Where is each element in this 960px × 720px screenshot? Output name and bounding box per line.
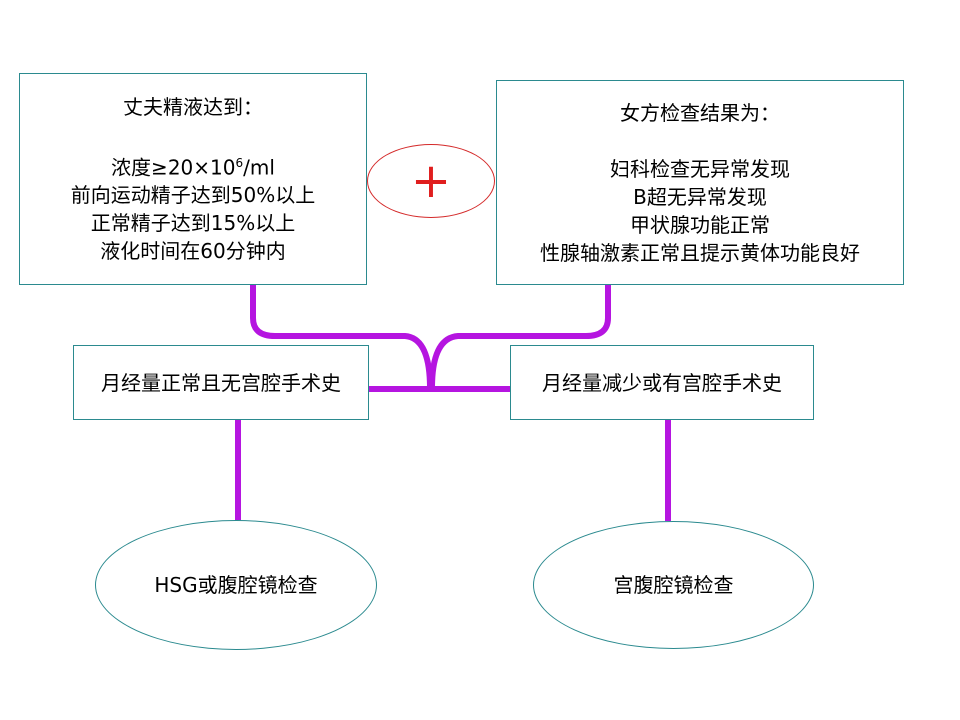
outcome-hysterolaparoscopy-ellipse: 宫腹腔镜检查	[533, 521, 814, 649]
outcome-hsg-laparoscopy-ellipse: HSG或腹腔镜检查	[95, 520, 377, 650]
male-title: 丈夫精液达到：	[122, 94, 263, 119]
branch-reduced-label: 月经量减少或有宫腔手术史	[542, 370, 782, 395]
female-title: 女方检查结果为：	[620, 100, 780, 125]
connector-male-to-junction	[250, 285, 433, 389]
female-item: B超无异常发现	[633, 184, 767, 209]
connector-female-to-junction	[429, 285, 611, 389]
male-semen-criteria-box: 丈夫精液达到： 浓度≥20×106/ml 前向运动精子达到50%以上 正常精子达…	[19, 73, 367, 285]
plus-sign: +	[410, 153, 452, 209]
outcome-hysterolaparoscopy-label: 宫腹腔镜检查	[613, 573, 734, 597]
male-concentration: 浓度≥20×106/ml	[111, 155, 275, 180]
male-liquefaction: 液化时间在60分钟内	[100, 239, 286, 264]
plus-ellipse: +	[367, 144, 495, 218]
female-item: 性腺轴激素正常且提示黄体功能良好	[540, 240, 860, 265]
female-results-box: 女方检查结果为： 妇科检查无异常发现 B超无异常发现 甲状腺功能正常 性腺轴激素…	[496, 80, 904, 285]
male-motility: 前向运动精子达到50%以上	[70, 183, 316, 208]
outcome-hsg-label: HSG或腹腔镜检查	[154, 573, 318, 597]
branch-normal-menses-box: 月经量正常且无宫腔手术史	[73, 345, 369, 420]
branch-normal-label: 月经量正常且无宫腔手术史	[101, 370, 341, 395]
male-morphology: 正常精子达到15%以上	[90, 211, 296, 236]
branch-reduced-menses-box: 月经量减少或有宫腔手术史	[510, 345, 814, 420]
female-item: 妇科检查无异常发现	[610, 156, 790, 181]
female-item: 甲状腺功能正常	[630, 212, 770, 237]
